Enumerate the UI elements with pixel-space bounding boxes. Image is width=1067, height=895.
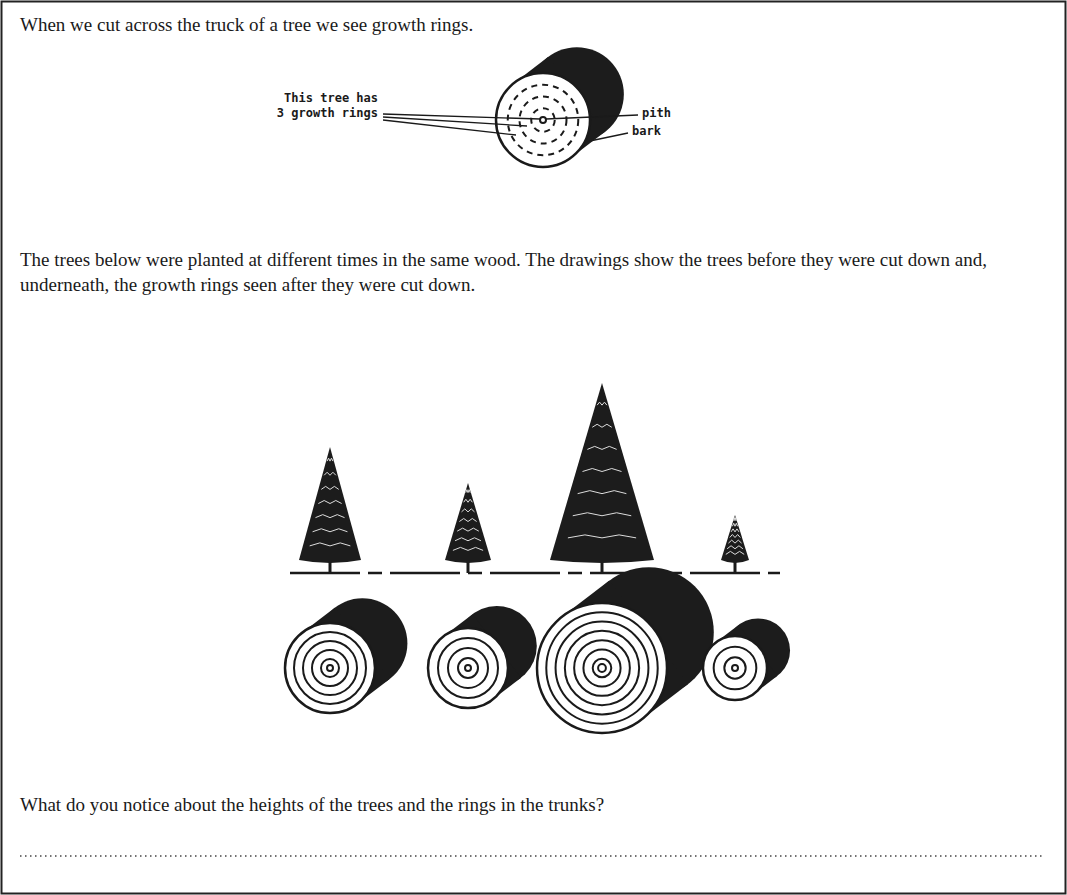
foliage-texture — [459, 519, 476, 522]
pith — [598, 664, 606, 672]
growth-ring — [593, 659, 612, 678]
foliage-texture — [734, 518, 737, 521]
foliage-texture — [583, 469, 622, 472]
conifer-crown — [299, 447, 361, 563]
tree-drawings — [285, 47, 790, 733]
pith — [465, 665, 471, 671]
trunk-face — [537, 603, 667, 733]
growth-ring — [520, 97, 567, 144]
growth-ring — [294, 632, 366, 704]
foliage-texture — [587, 446, 616, 449]
callout-label: This tree has 3 growth rings — [270, 91, 378, 121]
foliage-texture — [597, 402, 607, 405]
foliage-texture — [321, 486, 338, 489]
growth-ring — [458, 658, 478, 678]
foliage-texture — [455, 538, 481, 541]
growth-ring — [438, 638, 498, 698]
foliage-texture — [732, 523, 737, 526]
growth-ring — [312, 650, 348, 686]
intro-text: When we cut across the truck of a tree w… — [20, 12, 1050, 37]
foliage-texture — [324, 472, 336, 475]
growth-ring — [546, 612, 657, 723]
conifer-crown — [721, 515, 749, 563]
growth-ring — [714, 647, 757, 690]
leader-line — [546, 115, 638, 119]
growth-ring — [574, 640, 630, 696]
trunk-face — [428, 628, 508, 708]
foliage-texture — [318, 501, 341, 504]
growth-ring — [508, 85, 579, 156]
foliage-texture — [457, 528, 479, 531]
trunk-face — [285, 623, 375, 713]
pith — [327, 665, 333, 671]
trunk-face — [703, 636, 767, 700]
growth-ring — [531, 108, 555, 132]
foliage-texture — [313, 529, 348, 532]
pith — [540, 117, 546, 123]
conifer-crown — [550, 383, 654, 563]
foliage-texture — [731, 529, 739, 532]
pith — [732, 665, 738, 671]
growth-ring — [583, 649, 620, 686]
trunk-face — [496, 73, 590, 167]
callout-label: bark — [632, 124, 692, 139]
foliage-texture — [578, 491, 627, 494]
foliage-texture — [568, 535, 636, 538]
foliage-texture — [466, 490, 470, 493]
growth-ring — [321, 659, 339, 677]
growth-ring — [724, 657, 745, 678]
leader-line — [383, 117, 527, 126]
foliage-texture — [730, 535, 741, 538]
growth-ring — [448, 648, 488, 688]
question-text: What do you notice about the heights of … — [20, 792, 1050, 817]
foliage-texture — [727, 546, 743, 549]
foliage-texture — [573, 513, 632, 516]
foliage-texture — [462, 509, 475, 512]
foliage-texture — [464, 499, 473, 502]
foliage-texture — [327, 458, 333, 461]
conifer-crown — [445, 483, 491, 563]
foliage-texture — [315, 515, 344, 518]
foliage-texture — [726, 551, 744, 554]
instruction-text: The trees below were planted at differen… — [20, 247, 1050, 297]
foliage-texture — [592, 424, 612, 427]
growth-ring — [565, 631, 639, 705]
foliage-texture — [728, 540, 741, 543]
foliage-texture — [310, 543, 351, 546]
foliage-texture — [453, 547, 483, 550]
growth-ring — [556, 622, 649, 715]
ground-line — [290, 572, 780, 575]
leader-line — [383, 120, 516, 135]
answer-line — [20, 855, 1045, 857]
callout-label: pith — [642, 106, 702, 121]
growth-ring — [303, 641, 357, 695]
leader-line — [585, 133, 628, 142]
